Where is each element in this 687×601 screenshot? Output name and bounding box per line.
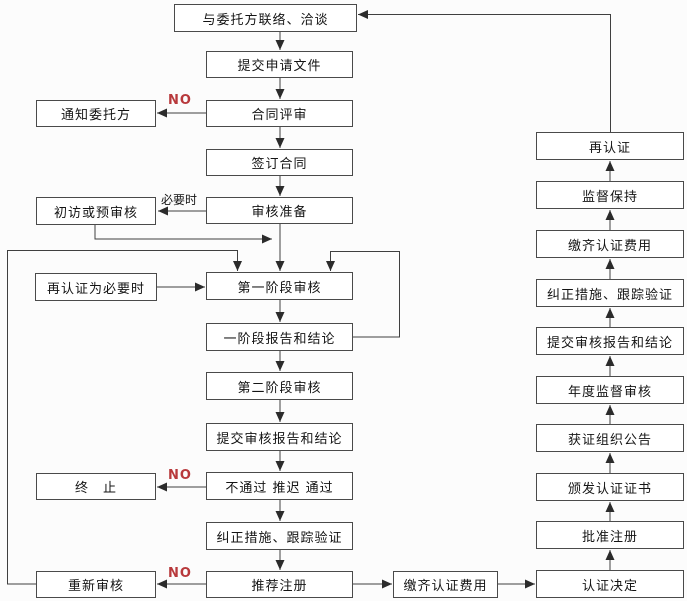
node-recommend-registration: 推荐注册	[206, 571, 353, 598]
node-notify-client: 通知委托方	[36, 100, 156, 127]
node-surveillance-maintain: 监督保持	[536, 181, 684, 209]
node-submit-audit-report-right: 提交审核报告和结论	[536, 327, 684, 355]
edge-label-when-necessary: 必要时	[161, 193, 198, 207]
node-submit-audit-report: 提交审核报告和结论	[206, 423, 353, 451]
node-terminate: 终 止	[36, 473, 156, 500]
node-issue-certificate: 颁发认证证书	[536, 473, 684, 501]
node-initial-visit-preaudit: 初访或预审核	[36, 197, 156, 225]
edge-label-no-decision-gate: NO	[168, 468, 192, 483]
node-cert-org-announcement: 获证组织公告	[536, 424, 684, 452]
node-recertification: 再认证	[536, 132, 684, 160]
node-annual-surveillance-audit: 年度监督审核	[536, 376, 684, 404]
node-corrective-actions-right: 纠正措施、跟踪验证	[536, 279, 684, 307]
node-stage1-report: 一阶段报告和结论	[206, 323, 353, 351]
node-submit-application: 提交申请文件	[206, 51, 353, 78]
node-contact-client: 与委托方联络、洽谈	[174, 4, 357, 32]
node-re-audit: 重新审核	[36, 571, 156, 598]
node-sign-contract: 签订合同	[206, 149, 353, 176]
node-pay-fees-bottom: 缴齐认证费用	[393, 571, 498, 598]
node-stage1-audit: 第一阶段审核	[206, 272, 353, 300]
node-cert-decision: 认证决定	[536, 570, 684, 598]
node-contract-review: 合同评审	[206, 100, 353, 127]
edge-label-no-recommend: NO	[168, 566, 192, 581]
node-pay-fees-right: 缴齐认证费用	[536, 230, 684, 258]
node-decision-gate: 不通过 推迟 通过	[206, 472, 353, 500]
node-stage2-audit: 第二阶段审核	[206, 372, 353, 400]
node-corrective-actions: 纠正措施、跟踪验证	[206, 522, 353, 550]
edge-label-no-contract-review: NO	[168, 93, 192, 108]
node-approve-registration: 批准注册	[536, 521, 684, 549]
node-audit-preparation: 审核准备	[206, 197, 353, 224]
node-recert-when-necessary: 再认证为必要时	[35, 273, 157, 301]
